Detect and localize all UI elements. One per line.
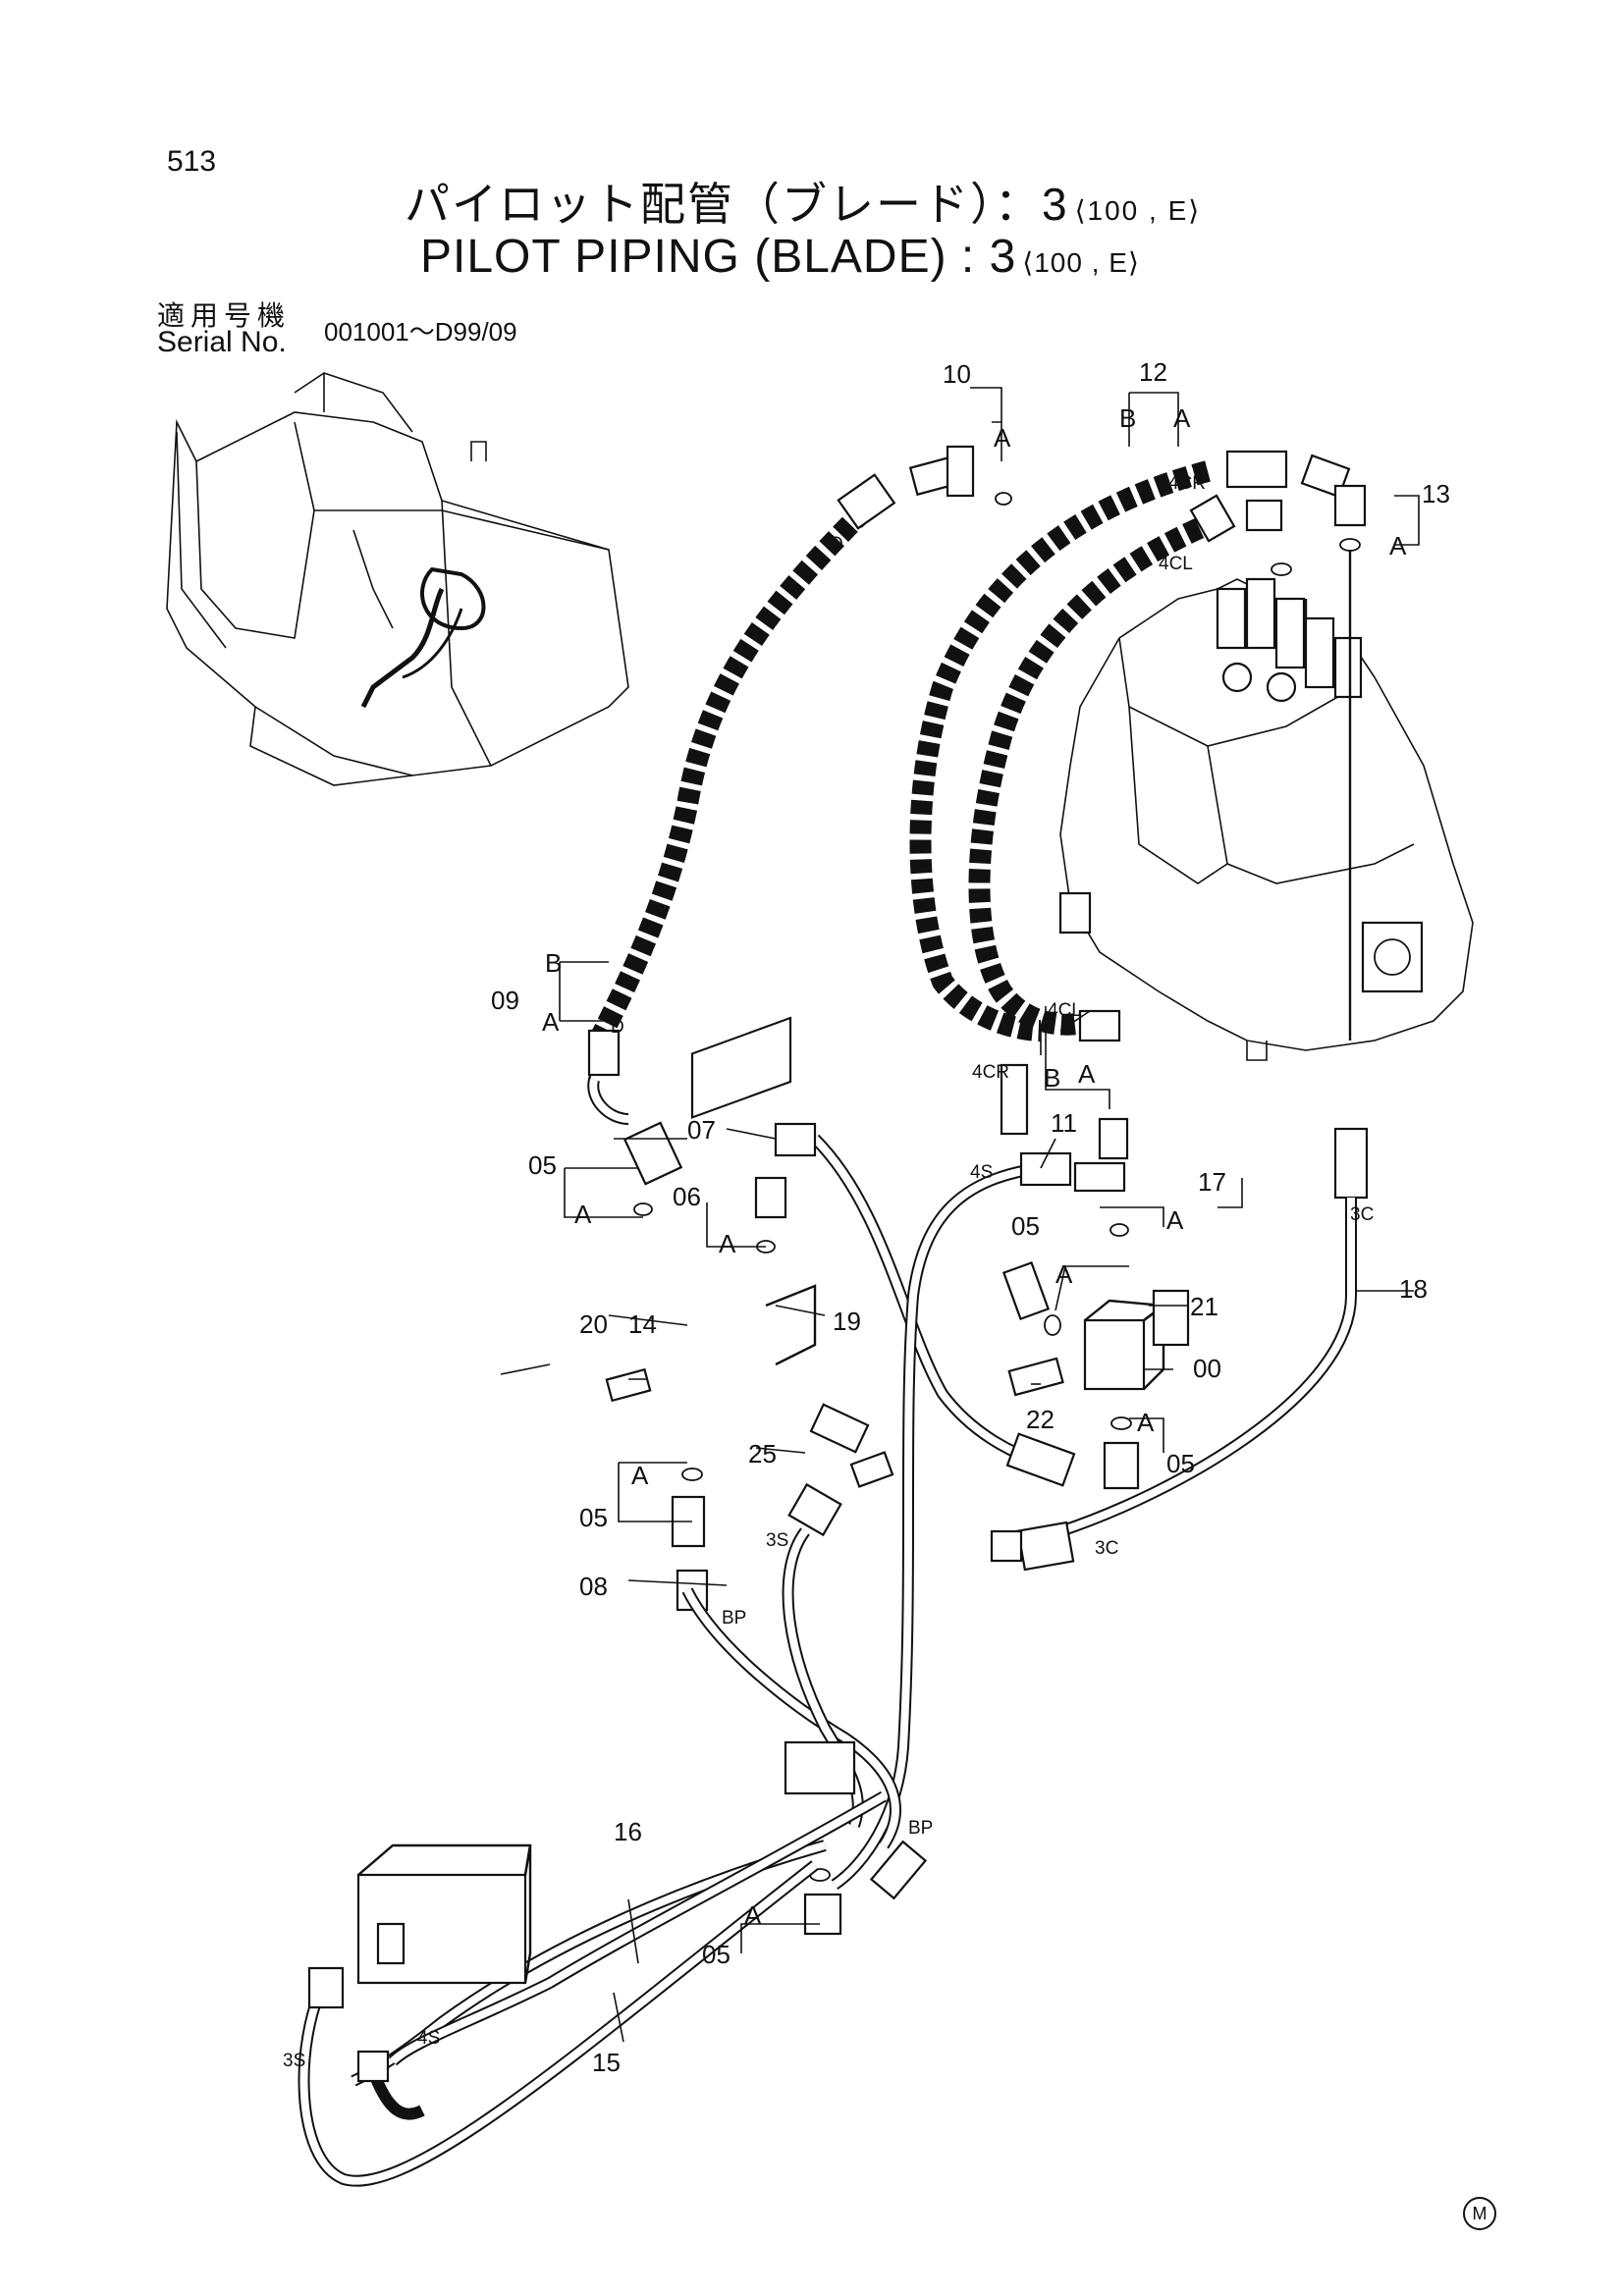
sublabel-d: D [611, 1017, 624, 1038]
page-number: 513 [167, 145, 217, 178]
sublabel-d: D [830, 534, 843, 555]
sublabel-3s: 3S [766, 1530, 788, 1551]
fittings-top [908, 445, 1367, 576]
callout-08: 08 [579, 1572, 608, 1601]
sublabel-a: A [719, 1229, 736, 1258]
pipe-18 [990, 550, 1369, 1572]
excavator-overview-sketch [166, 372, 629, 786]
title-jp-text: パイロット配管（ブレード）：3 [405, 179, 1069, 230]
callout-labels: 10 12 13 09 11 07 05 06 17 05 18 14 20 1… [491, 357, 1450, 2077]
callout-05-b: 05 [1011, 1211, 1040, 1241]
callout-11: 11 [1051, 1108, 1077, 1138]
sublabel-a: A [1055, 1259, 1073, 1289]
callout-05-e: 05 [702, 1940, 730, 1969]
sublabels: A B A 4CR 4CL D A B A D 4CL 4CR B A 4S A… [283, 403, 1407, 2071]
title-jp-suffix: ⟨100 , E⟩ [1074, 195, 1202, 226]
callout-05-d: 05 [579, 1503, 608, 1532]
sublabel-b: B [1044, 1063, 1060, 1093]
callout-16: 16 [614, 1817, 642, 1846]
sublabel-3c: 3C [1095, 1538, 1118, 1559]
sublabel-a: A [994, 423, 1011, 453]
lower-hoses [298, 1527, 928, 2187]
callout-05-a: 05 [528, 1150, 557, 1180]
title-en-suffix: ⟨100 , E⟩ [1022, 247, 1140, 278]
callout-00: 00 [1193, 1354, 1221, 1383]
callout-20: 20 [579, 1309, 608, 1339]
callout-25: 25 [748, 1439, 777, 1468]
callout-22: 22 [1026, 1405, 1055, 1434]
hoses-mid [774, 1122, 1076, 1890]
callout-09: 09 [491, 986, 519, 1015]
fittings-left [605, 1016, 894, 1612]
sublabel-4s: 4S [417, 2028, 440, 2049]
sublabel-4cl: 4CL [1159, 554, 1193, 574]
sublabel-4s: 4S [970, 1162, 993, 1183]
fittings-right [1001, 1117, 1190, 1490]
sublabel-a: A [1078, 1059, 1096, 1089]
serial-label-jp: 適用号機 [157, 300, 292, 331]
sublabel-a: A [631, 1461, 649, 1490]
sublabel-a: A [1166, 1205, 1184, 1235]
callout-07: 07 [687, 1115, 716, 1145]
sublabel-bp: BP [722, 1608, 746, 1629]
control-valve [1058, 577, 1474, 1061]
sublabel-bp: BP [908, 1818, 933, 1839]
callout-06: 06 [673, 1182, 701, 1211]
sublabel-4cr: 4CR [972, 1062, 1009, 1083]
callout-17: 17 [1198, 1167, 1226, 1197]
callout-21: 21 [1190, 1292, 1218, 1321]
sublabel-a: A [1389, 531, 1407, 561]
callout-12: 12 [1139, 357, 1167, 387]
maker-mark: M [1463, 2197, 1496, 2230]
sublabel-3c: 3C [1350, 1204, 1374, 1225]
title-japanese: パイロット配管（ブレード）：3⟨100 , E⟩ [405, 169, 1201, 234]
serial-label-en: Serial No. [157, 326, 287, 358]
serial-range: 001001～D99/09 [324, 317, 517, 347]
pilot-hoses [587, 450, 1288, 1136]
sublabel-b: B [1119, 403, 1136, 433]
sublabel-a: A [744, 1900, 762, 1930]
sublabel-3s: 3S [283, 2051, 305, 2071]
sublabel-a: A [1173, 403, 1191, 433]
sublabel-b: B [545, 948, 562, 978]
sublabel-4cl: 4CL [1048, 1000, 1082, 1021]
sublabel-a: A [542, 1007, 560, 1037]
leader-lines [500, 387, 1420, 2043]
callout-14: 14 [628, 1309, 657, 1339]
callout-13: 13 [1422, 479, 1450, 508]
title-english: PILOT PIPING (BLADE) : 3⟨100 , E⟩ [420, 230, 1140, 284]
sublabel-4cr: 4CR [1168, 473, 1206, 494]
sublabel-a: A [574, 1200, 592, 1229]
title-en-text: PILOT PIPING (BLADE) : 3 [420, 231, 1017, 283]
callout-05-c: 05 [1166, 1449, 1195, 1478]
sublabel-a: A [1137, 1408, 1155, 1437]
callout-10: 10 [943, 359, 971, 389]
callout-15: 15 [592, 2048, 621, 2077]
callout-19: 19 [833, 1307, 861, 1336]
callout-18: 18 [1399, 1274, 1428, 1304]
